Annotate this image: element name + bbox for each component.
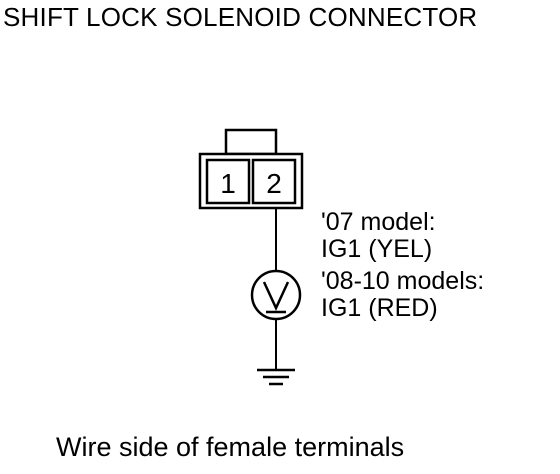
terminal-2-cell [251,158,297,205]
wire-note-08-10-color: IG1 (RED) [321,294,438,322]
diagram-title: SHIFT LOCK SOLENOID CONNECTOR [3,2,478,32]
connector-lock-tab [224,128,278,156]
diagram-caption: Wire side of female terminals [56,432,405,462]
wire-note-08-10-models: '08-10 models: [321,267,485,295]
voltmeter-icon [250,269,302,321]
wire-note-07-model: '07 model: [321,208,436,236]
wire-note-07-color: IG1 (YEL) [321,235,433,263]
terminal-2-label: 2 [266,168,282,199]
terminal-1-label: 1 [220,168,236,199]
ground-icon [257,368,295,386]
connector-body [198,152,304,210]
terminal-1-cell [205,158,251,205]
